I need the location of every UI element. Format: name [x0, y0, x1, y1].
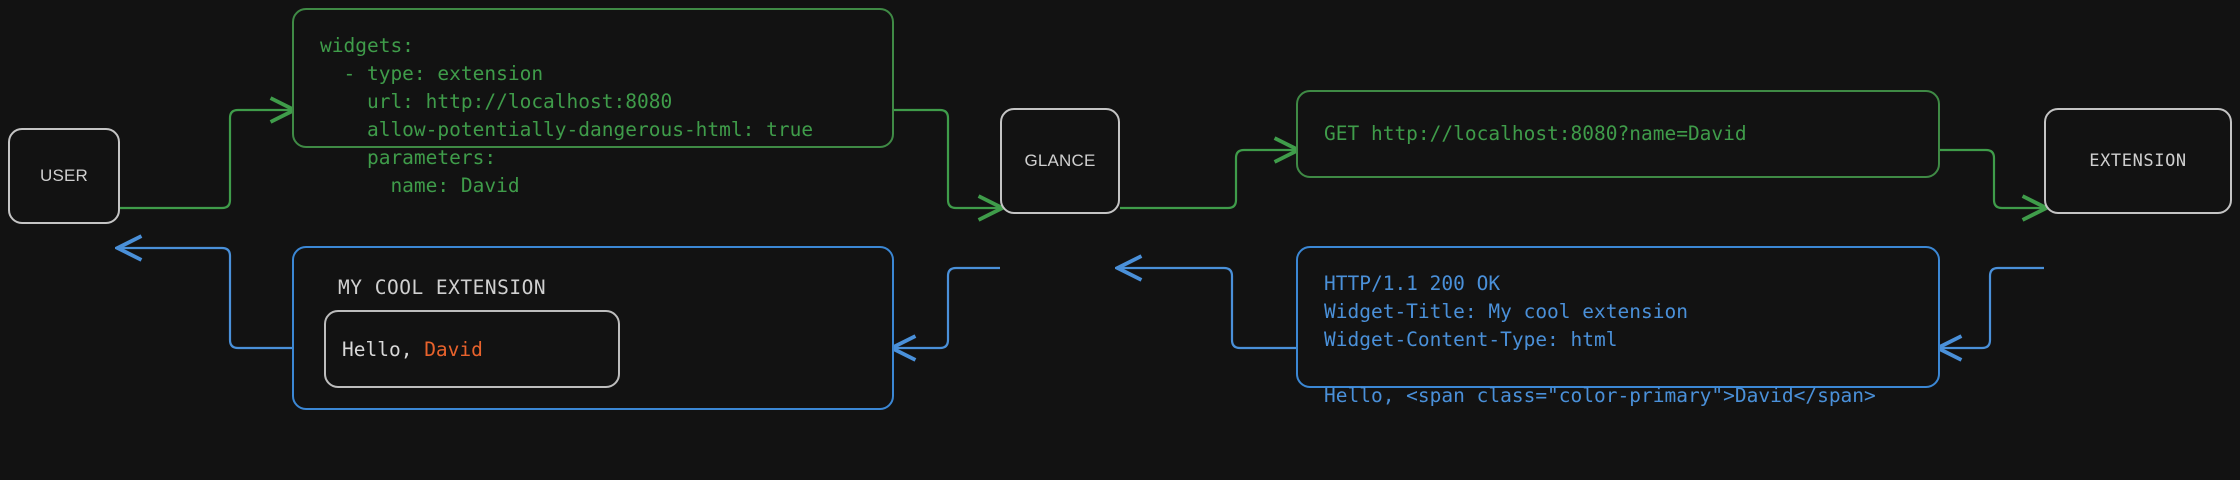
- widget-preview-title: MY COOL EXTENSION: [338, 276, 547, 299]
- greeting-prefix: Hello,: [342, 337, 425, 361]
- edge-request-to-extension: [1940, 148, 2044, 208]
- edge-config-to-glance: [894, 108, 1000, 208]
- edge-glance-to-request: [1120, 150, 1296, 210]
- edge-user-to-config: [120, 110, 292, 210]
- widget-preview-card: Hello, David: [324, 310, 620, 388]
- edge-widget-to-user: [120, 248, 292, 350]
- node-glance[interactable]: GLANCE: [1000, 108, 1120, 214]
- node-extension-label: EXTENSION: [2089, 151, 2187, 171]
- node-http-response: HTTP/1.1 200 OK Widget-Title: My cool ex…: [1296, 246, 1940, 407]
- edge-extension-to-response: [1940, 266, 2044, 348]
- node-widget-preview: MY COOL EXTENSION Hello, David: [292, 246, 894, 410]
- node-glance-label: GLANCE: [1024, 151, 1096, 170]
- node-user-label: USER: [39, 166, 89, 185]
- widget-preview-greeting: Hello, David: [342, 338, 483, 361]
- node-extension[interactable]: EXTENSION: [2044, 108, 2232, 214]
- node-config-yaml: widgets: - type: extension url: http://l…: [292, 8, 894, 197]
- node-user[interactable]: USER: [8, 128, 120, 224]
- node-http-request: GET http://localhost:8080?name=David: [1296, 90, 1940, 178]
- greeting-name: David: [424, 337, 483, 361]
- edge-glance-to-widget: [894, 266, 1000, 348]
- edge-response-to-glance: [1120, 268, 1296, 350]
